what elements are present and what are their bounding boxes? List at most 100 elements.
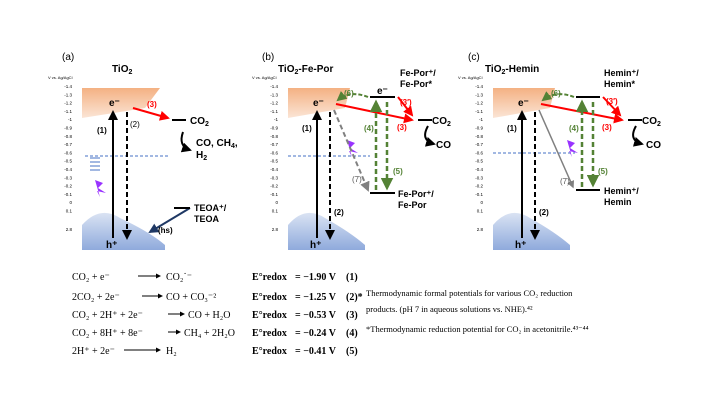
reaction-lhs: CO₂ + e⁻ <box>72 272 110 283</box>
axis-tick-label: -0.2 <box>64 184 72 189</box>
reaction-lhs: CO₂ + 2H⁺ + 2e⁻ <box>72 310 143 321</box>
axis-tick-label: -1.1 <box>64 109 72 114</box>
path-3-label: (3) <box>147 100 157 109</box>
axis-title: V vs. Ag/AgCl <box>458 75 483 80</box>
reaction-rhs: CO + CO₃⁻² <box>166 292 216 303</box>
electron-injection-arrow <box>541 91 575 102</box>
axis-tick-label: -0.9 <box>475 126 483 131</box>
product-curved-arrow <box>424 125 436 147</box>
axis-tick-label: 0.1 <box>272 209 279 214</box>
panel-tag: (c) <box>468 52 480 63</box>
axis-tick-label: 2.8 <box>477 227 484 232</box>
dye-electron-label: e⁻ <box>377 86 388 97</box>
potential-value: = −0.24 V <box>295 328 337 339</box>
co2-label: CO2 <box>642 116 661 128</box>
e-redox-label: E°redox <box>252 272 287 283</box>
products-label-2: H2 <box>196 150 207 162</box>
panel-title: TiO2 <box>112 64 132 76</box>
dye-bottom-label-2: Fe-Por <box>398 200 427 210</box>
axis-tick-label: -1 <box>479 117 483 122</box>
reaction-row: CO₂ + 8H⁺ + 8e⁻ CH₄ + 2H₂O E°redox = −0.… <box>72 328 358 339</box>
path-3-prime-label: (3′) <box>606 97 618 106</box>
panel-title: TiO2-Fe-Por <box>278 64 333 76</box>
axis-tick-label: -0.4 <box>64 167 72 172</box>
axis-tick-label: -1.3 <box>270 92 278 97</box>
axis-tick-label: 0.1 <box>66 209 73 214</box>
reaction-lhs: 2CO₂ + 2e⁻ <box>72 292 120 303</box>
footnotes: Thermodynamic formal potentials for vari… <box>366 288 589 334</box>
products-label-1: CO, CH4, <box>196 138 238 150</box>
note-line-2: products. (pH 7 in aqueous solutions vs.… <box>366 304 533 314</box>
reaction-rhs: CO + H₂O <box>188 310 230 321</box>
panel-a: (a) TiO2 V vs. Ag/AgCl -1.4-1.3-1.2-1.1-… <box>48 52 238 251</box>
light-bolt-icon <box>347 140 358 157</box>
axis-tick-label: -0.5 <box>64 159 72 164</box>
e-redox-label: E°redox <box>252 310 287 321</box>
dye-bottom-label-2: Hemin <box>604 197 632 207</box>
axis-tick-label: -0.6 <box>270 150 278 155</box>
axis-tick-label: -0.1 <box>475 192 483 197</box>
note-line-1: Thermodynamic formal potentials for vari… <box>366 288 573 298</box>
axis-tick-label: -1 <box>274 117 278 122</box>
path-3-label: (3) <box>602 123 612 132</box>
equation-number: (5) <box>346 346 358 357</box>
axis-tick-label: 0 <box>480 200 483 205</box>
product-curved-arrow <box>180 131 192 153</box>
hole-label: h⁺ <box>310 240 321 251</box>
hole-scavenger-arrow <box>148 207 191 234</box>
axis-tick-label: -0.8 <box>64 134 72 139</box>
reaction-lhs: 2H⁺ + 2e⁻ <box>72 346 115 357</box>
potential-value: = −0.41 V <box>295 346 337 357</box>
potential-value: = −1.90 V <box>295 272 337 283</box>
dye-top-label-1: Fe-Por⁺/ <box>400 68 436 78</box>
reaction-lhs: CO₂ + 8H⁺ + 8e⁻ <box>72 328 143 339</box>
hole-label: h⁺ <box>515 240 526 251</box>
back-transfer-arrow <box>538 109 575 189</box>
panel-tag: (a) <box>62 52 74 63</box>
co-label: CO <box>646 140 661 151</box>
path-1-label: (1) <box>507 124 517 133</box>
axis-tick-label: -0.2 <box>270 184 278 189</box>
panel-c: (c) TiO2-Hemin V vs. Ag/AgCl -1.4-1.3-1.… <box>458 52 661 251</box>
axis-tick-label: -0.3 <box>64 175 72 180</box>
axis-tick-label: -0.6 <box>475 150 483 155</box>
panel-title: TiO2-Hemin <box>485 64 539 76</box>
axis-tick-label: -0.4 <box>475 167 483 172</box>
path-5-label: (5) <box>393 167 403 176</box>
path-7-label: (7) <box>560 177 570 186</box>
axis-tick-label: -1.2 <box>475 101 483 106</box>
reaction-rhs: CH₄ + 2H₂O <box>184 328 235 339</box>
axis-tick-label: -0.1 <box>270 192 278 197</box>
co2-label: CO2 <box>432 116 451 128</box>
axis-tick-label: -0.7 <box>270 142 278 147</box>
path-5-label: (5) <box>598 167 608 176</box>
path-6-label: (6) <box>344 89 354 98</box>
electron-injection-arrow <box>336 91 369 102</box>
dye-top-label-2: Hemin* <box>604 79 636 89</box>
reaction-row: 2H⁺ + 2e⁻ H₂ E°redox = −0.41 V (5) <box>72 346 358 357</box>
axis-ticks: -1.4-1.3-1.2-1.1-1-0.9-0.8-0.7-0.6-0.5-0… <box>64 84 72 232</box>
reaction-rhs: H₂ <box>166 346 177 357</box>
path-6-label: (6) <box>551 89 561 98</box>
axis-tick-label: -0.5 <box>270 159 278 164</box>
path-7-label: (7) <box>352 175 362 184</box>
e-redox-label: E°redox <box>252 346 287 357</box>
trap-states <box>90 157 100 171</box>
axis-tick-label: 0 <box>69 200 72 205</box>
axis-tick-label: -1.3 <box>475 92 483 97</box>
conduction-band <box>82 88 160 118</box>
axis-title: V vs. Ag/AgCl <box>252 75 277 80</box>
equation-number: (4) <box>346 328 358 339</box>
axis-tick-label: -0.3 <box>270 175 278 180</box>
axis-tick-label: 0.1 <box>477 209 484 214</box>
valence-band <box>493 212 570 250</box>
dye-co2-reduction-arrow <box>602 96 622 117</box>
hole-label: h⁺ <box>106 240 117 251</box>
path-1-label: (1) <box>302 124 312 133</box>
path-2-label: (2) <box>130 120 140 129</box>
electron-label: e⁻ <box>313 98 324 109</box>
e-redox-label: E°redox <box>252 328 287 339</box>
axis-tick-label: 2.8 <box>66 227 73 232</box>
axis-tick-label: -1.4 <box>270 84 278 89</box>
co2-label: CO2 <box>190 116 209 128</box>
